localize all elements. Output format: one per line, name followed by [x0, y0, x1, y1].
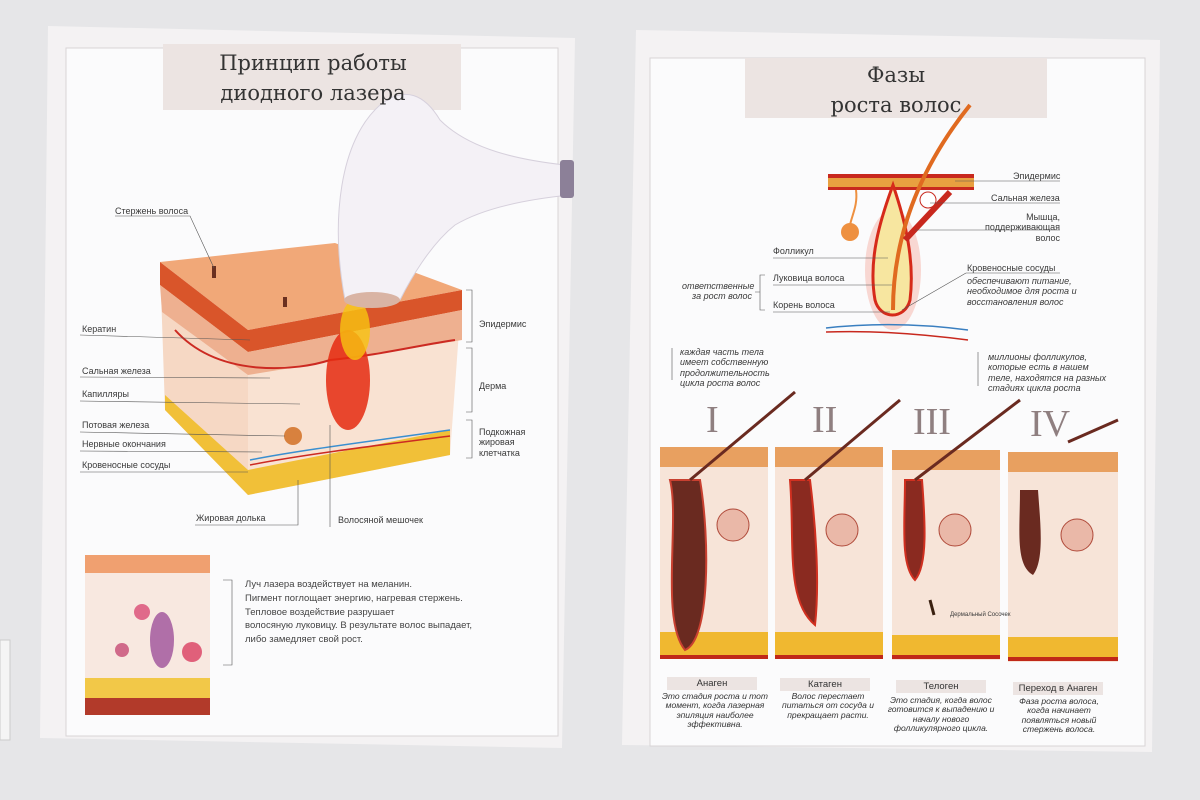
phase-numeral: II	[812, 399, 838, 441]
left-poster-title: Принцип работы диодного лазера	[163, 48, 463, 109]
label-follicle: Фолликул	[773, 246, 814, 256]
label-epidermis: Эпидермис	[479, 319, 527, 329]
label-hair-shaft: Стержень волоса	[115, 206, 189, 216]
note-left: каждая часть тела имеет собственную прод…	[680, 347, 770, 389]
description-line: Пигмент поглощает энергию, нагревая стер…	[245, 592, 463, 604]
phase-panel-3	[892, 398, 1021, 660]
phase-label-transition: Переход в Анаген	[1013, 682, 1103, 695]
label-keratin: Кератин	[82, 324, 117, 334]
description-line: либо замедляет свой рост.	[245, 634, 363, 646]
label-sebaceous-gland: Сальная железа	[82, 366, 151, 376]
label-nerve-endings: Нервные окончания	[82, 439, 166, 449]
label-bulb: Луковица волоса	[773, 273, 845, 283]
label-responsible: ответственные за рост волос	[682, 281, 755, 302]
phase-label-catagen: Катаген	[780, 678, 870, 691]
right-title-box	[745, 58, 1047, 118]
title-line-2: диодного лазера	[220, 81, 406, 106]
title-line-1: Принцип работы	[219, 51, 407, 75]
title-line-1: Фазы	[866, 63, 926, 87]
label-muscle: Мышца, поддерживающая волос	[985, 212, 1060, 243]
label-dermal-papilla: Дермальный Сосочек	[950, 612, 1011, 618]
label-sebaceous-gland: Сальная железа	[991, 193, 1060, 203]
phase-desc-catagen: Волос перестает питаться от сосуда и пре…	[782, 691, 874, 720]
description-line: Тепловое воздействие разрушает	[245, 606, 395, 618]
label-sweat-gland: Потовая железа	[82, 420, 150, 430]
label-blood-vessels: Кровеносные сосуды	[82, 460, 171, 470]
laser-handpiece-illustration	[337, 93, 574, 308]
phase-desc-telogen: Это стадия, когда волос готовится к выпа…	[887, 695, 995, 734]
label-blood-vessels: Кровеносные сосуды	[967, 263, 1056, 273]
label-root: Корень волоса	[773, 300, 835, 310]
description-line: волосяную луковицу. В результате волос в…	[245, 620, 473, 632]
label-hair-follicle: Волосяной мешочек	[338, 515, 423, 525]
phase-numeral: III	[913, 401, 951, 443]
small-skin-diagram	[85, 555, 210, 715]
phase-desc-anagen: Это стадия роста и тот момент, когда лаз…	[662, 691, 768, 730]
note-right: миллионы фолликулов, которые есть в наше…	[988, 352, 1107, 394]
label-subcutaneous-fat: Подкожная жировая клетчатка	[479, 427, 526, 458]
right-poster-title: Фазы роста волос	[745, 60, 1047, 121]
laser-description: Луч лазера воздействует на меланин. Пигм…	[245, 578, 472, 647]
blood-vessels-description: обеспечивают питание, необходимое для ро…	[967, 276, 1077, 307]
phase-panel-4	[1008, 418, 1119, 662]
label-fat-lobule: Жировая долька	[196, 513, 266, 523]
phase-numeral: IV	[1030, 403, 1071, 445]
phase-panels	[660, 390, 1119, 662]
left-label-lines	[79, 215, 473, 666]
phase-label-anagen: Анаген	[667, 677, 757, 690]
description-line: Луч лазера воздействует на меланин.	[245, 579, 413, 590]
wall-switch	[0, 639, 11, 741]
title-line-2: роста волос	[830, 93, 962, 118]
phase-desc-transition: Фаза роста волоса, когда начинает появля…	[1019, 696, 1099, 735]
phase-panel-2	[775, 398, 901, 659]
label-epidermis: Эпидермис	[1013, 171, 1061, 181]
label-dermis: Дерма	[479, 381, 507, 391]
label-capillaries: Капилляры	[82, 389, 129, 399]
phase-numeral: I	[706, 399, 719, 441]
right-label-lines	[671, 180, 1060, 386]
phase-label-telogen: Телоген	[896, 680, 986, 693]
follicle-illustration	[825, 103, 974, 341]
phase-panel-1	[660, 390, 796, 659]
